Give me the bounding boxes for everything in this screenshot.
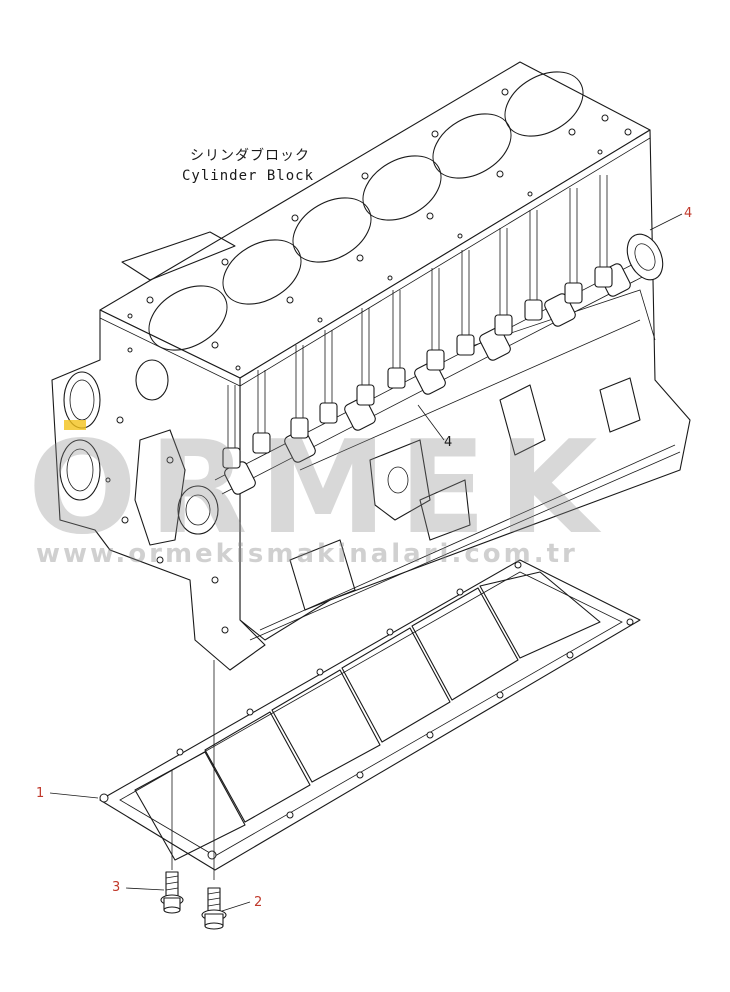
callout-4-secondary: 4: [417, 404, 452, 450]
callout-label-1: 1: [36, 786, 44, 801]
callout-3: 3: [112, 880, 165, 895]
tappets: [222, 175, 613, 469]
cylinder-block: [51, 61, 691, 671]
head-bolt-holes: [127, 88, 632, 371]
watermark: ORMEK www.ormekismakinalari.com.tr: [28, 414, 609, 569]
watermark-url: www.ormekismakinalari.com.tr: [36, 539, 578, 569]
callout-2: 2: [221, 895, 262, 912]
callout-label-4-secondary: 4: [444, 435, 452, 450]
watermark-brand: ORMEK: [28, 414, 609, 563]
side-castings: [249, 289, 681, 641]
watermark-accent: [64, 420, 86, 430]
oil-pan-gasket: [99, 559, 641, 871]
callout-label-3: 3: [112, 880, 120, 895]
bolt-2: [201, 887, 227, 930]
callout-4: 4: [649, 206, 692, 231]
callout-1: 1: [36, 786, 99, 801]
front-face-features: [59, 347, 229, 634]
callout-label-4: 4: [684, 206, 692, 221]
bolt-3: [160, 871, 184, 914]
title-japanese: シリンダブロック: [190, 147, 310, 164]
callout-label-2: 2: [254, 895, 262, 910]
cylinder-bores: [148, 71, 584, 351]
title-english: Cylinder Block: [182, 168, 314, 184]
